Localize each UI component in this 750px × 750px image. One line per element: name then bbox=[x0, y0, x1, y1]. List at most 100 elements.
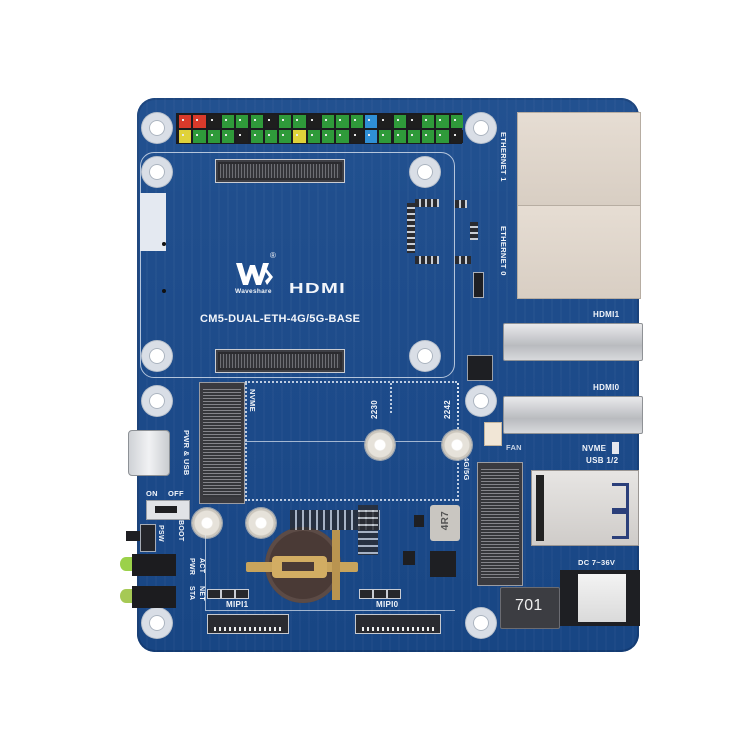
transistor bbox=[403, 551, 415, 565]
hdmi1-label: HDMI1 bbox=[593, 310, 620, 319]
gpio-pin bbox=[207, 130, 220, 143]
switch-knob bbox=[155, 506, 177, 513]
capacitor bbox=[470, 222, 478, 240]
passive-components bbox=[290, 510, 380, 530]
label-sticker bbox=[140, 193, 166, 251]
usb-tongue-top bbox=[612, 483, 629, 511]
mipi-area-line bbox=[205, 610, 455, 611]
dc-input-label: DC 7~36V bbox=[578, 558, 616, 567]
gpio-pin bbox=[407, 130, 421, 143]
mounting-hole bbox=[466, 113, 496, 143]
gpio-pin bbox=[450, 115, 463, 128]
boot-label: BOOT bbox=[177, 520, 184, 542]
power-inductor-701: 701 bbox=[500, 587, 560, 629]
gpio-pin bbox=[436, 115, 449, 128]
gpio-pin bbox=[207, 115, 220, 128]
dc-power-jack[interactable] bbox=[560, 570, 640, 626]
boot-button[interactable] bbox=[126, 531, 140, 541]
gpio-pin bbox=[422, 130, 435, 143]
usb-c-power-port[interactable] bbox=[128, 430, 170, 476]
mounting-hole bbox=[142, 386, 172, 416]
hdmi-0-port[interactable] bbox=[503, 396, 643, 434]
smd-pad bbox=[359, 589, 373, 599]
led-pwr-label: PWR bbox=[188, 558, 195, 576]
m2-4g5g-slot[interactable] bbox=[477, 462, 523, 586]
brand-text: Waveshare bbox=[235, 288, 272, 295]
gpio-pin bbox=[393, 130, 406, 143]
resistor-array bbox=[415, 256, 439, 264]
gpio-pin bbox=[436, 130, 449, 143]
gpio-pin bbox=[350, 130, 363, 143]
contact-slot bbox=[282, 562, 314, 571]
nvme-usb-switch[interactable] bbox=[612, 442, 619, 454]
rtc-battery-contact bbox=[272, 556, 327, 578]
power-inductor-4r7: 4R7 bbox=[430, 505, 460, 541]
smd-pad bbox=[221, 589, 235, 599]
mipi0-csi-dsi-connector[interactable] bbox=[355, 614, 441, 634]
gpio-pin bbox=[450, 130, 463, 143]
gpio-pin bbox=[193, 115, 206, 128]
gpio-pin bbox=[179, 115, 192, 128]
gpio-pin bbox=[364, 130, 378, 143]
gpio-pin bbox=[336, 130, 349, 143]
capacitor bbox=[455, 256, 471, 264]
ethernet-0-port[interactable] bbox=[517, 205, 641, 299]
gpio-pin bbox=[279, 115, 292, 128]
registered-mark: ® bbox=[270, 251, 277, 260]
capacitor bbox=[455, 200, 467, 208]
usb3-dual-port[interactable] bbox=[531, 470, 639, 546]
nvme-usb-switch-label-top: NVME bbox=[582, 444, 607, 453]
gpio-pin bbox=[236, 130, 249, 143]
mipi0-label: MIPI0 bbox=[376, 600, 399, 609]
gpio-pin bbox=[236, 115, 249, 128]
mipi1-csi-dsi-connector[interactable] bbox=[207, 614, 289, 634]
gpio-header-40pin bbox=[176, 113, 463, 144]
waveshare-logo-icon bbox=[234, 257, 276, 287]
hdmi-1-port[interactable] bbox=[503, 323, 643, 361]
gpio-pin bbox=[179, 130, 192, 143]
gpio-pin bbox=[250, 115, 263, 128]
nvme-area-outline bbox=[245, 381, 457, 383]
usb-port-edge bbox=[536, 475, 544, 541]
fan-connector[interactable] bbox=[484, 422, 502, 446]
m2-2230-standoff bbox=[365, 430, 395, 460]
gpio-pin bbox=[422, 115, 435, 128]
smd-pad bbox=[373, 589, 387, 599]
gpio-pin bbox=[322, 115, 335, 128]
4g5g-label: 4G/5G bbox=[462, 457, 471, 481]
resistor-array bbox=[407, 203, 415, 253]
gpio-pin bbox=[221, 130, 235, 143]
usb-tongue-bottom bbox=[612, 511, 629, 539]
gpio-pin bbox=[379, 130, 392, 143]
cm5-b2b-connector-top bbox=[215, 159, 345, 183]
mounting-hole bbox=[142, 341, 172, 371]
gpio-pin bbox=[264, 130, 278, 143]
power-switch[interactable] bbox=[146, 500, 190, 520]
m2-2242-standoff bbox=[442, 430, 472, 460]
gpio-pin bbox=[293, 115, 306, 128]
resistor-array bbox=[415, 199, 439, 207]
switch-off-label: OFF bbox=[168, 489, 184, 498]
ethernet-1-port[interactable] bbox=[517, 112, 641, 206]
fiducial bbox=[162, 242, 166, 246]
net-sta-led bbox=[120, 589, 132, 603]
nvme-slot-label: NVME bbox=[248, 389, 257, 412]
m2-nvme-slot[interactable] bbox=[199, 382, 245, 504]
mipi1-label: MIPI1 bbox=[226, 600, 249, 609]
hdmi0-label: HDMI0 bbox=[593, 383, 620, 392]
nvme-area-outline bbox=[245, 499, 457, 501]
nvme-usb-switch-label-bottom: USB 1/2 bbox=[586, 456, 619, 465]
power-ic bbox=[430, 551, 456, 577]
m2-2230-mark bbox=[390, 383, 392, 413]
gpio-pin bbox=[264, 115, 278, 128]
ethernet-0-label: ETHERNET 0 bbox=[499, 226, 508, 276]
ethernet-1-label: ETHERNET 1 bbox=[499, 132, 508, 182]
rtc-battery-tab bbox=[332, 530, 340, 600]
passive-components bbox=[358, 505, 378, 555]
model-name: CM5-DUAL-ETH-4G/5G-BASE bbox=[200, 313, 361, 325]
led-sta-label: STA bbox=[188, 586, 195, 601]
button-housing bbox=[140, 524, 156, 552]
gpio-pin bbox=[364, 115, 378, 128]
nvme-area-outline bbox=[245, 383, 247, 501]
inductor-marking: 701 bbox=[515, 597, 543, 614]
